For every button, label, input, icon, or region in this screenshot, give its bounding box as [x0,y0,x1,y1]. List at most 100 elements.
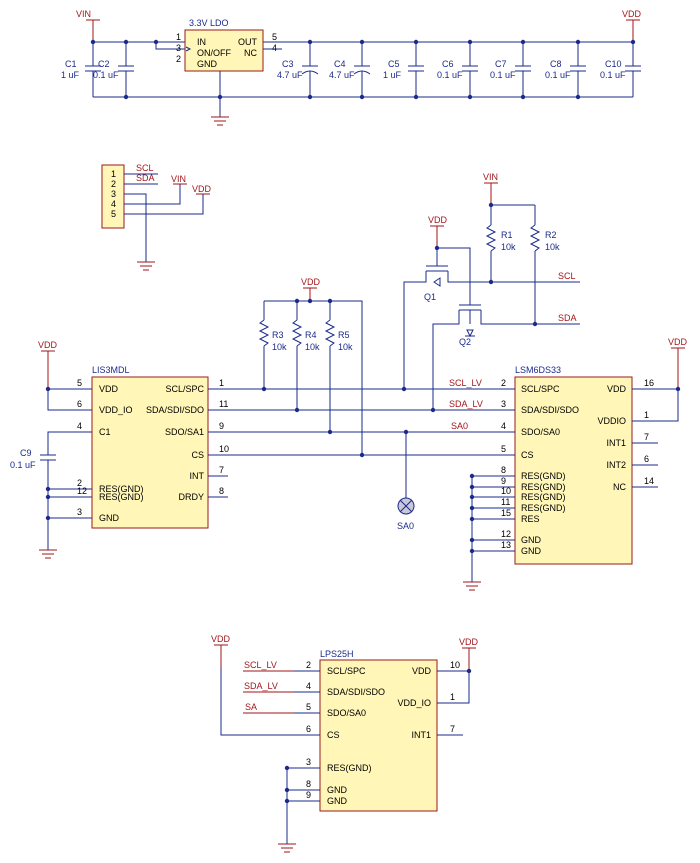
lis3mdl-title: LIS3MDL [92,365,130,375]
sda-net-label: SDA [558,313,577,323]
header-body [101,164,125,229]
mosfet-q1: Q1 [403,248,491,389]
lps-sa-label: SA [245,702,257,712]
pin-number: 9 [306,790,311,800]
cap-value: 1 uF [383,70,402,80]
cap-value: 0.1 uF [490,70,516,80]
pin-number: 6 [306,724,311,734]
pin-number: 7 [450,724,455,734]
header-pin-number: 4 [111,199,116,209]
pin-name: RES(GND) [99,492,144,502]
r2-ref: R2 [545,230,557,240]
capacitor-c4: C44.7 uF [329,42,371,97]
pin-number: 10 [450,660,460,670]
pin-name: SDA/SDI/SDO [327,687,385,697]
cap-ref: C3 [282,59,294,69]
ground-symbol-ldo [211,116,229,126]
lsm6ds33-title: LSM6DS33 [515,365,561,375]
pin-name: SDO/SA0 [521,427,560,437]
pin-name: RES(GND) [327,763,372,773]
pin-number: 9 [219,421,224,431]
ground-symbol-lsm [463,581,481,591]
pin-name: CS [521,450,534,460]
lps-scl-lv-label: SCL_LV [244,660,277,670]
pin: VDD_IO6 [66,399,133,415]
pin-number: 8 [306,779,311,789]
cap-ref: C2 [98,59,110,69]
capacitor-c7: C70.1 uF [490,42,531,97]
pin: RES(GND)8 [472,465,566,481]
ldo-title: 3.3V LDO [189,18,229,28]
pin-number: 12 [77,486,87,496]
pin-number: 7 [219,465,224,475]
pin-number: 4 [77,421,82,431]
pin: RES(GND) 11 [472,497,566,513]
vdd-flag-lsm: VDD [668,337,688,389]
svg-text:VDD: VDD [459,637,479,647]
header-scl-label: SCL [136,163,154,173]
pin: RES(GND) 12 [66,486,144,502]
pin-name: INT1 [411,730,431,740]
pin-number: 5 [77,378,82,388]
cap-ref: C10 [605,59,622,69]
ldo-body [184,29,264,72]
pin-name: VDD_IO [99,405,133,415]
pin-number: 11 [501,497,510,507]
pin-number: 9 [501,476,506,486]
cap-value: 4.7 uF [277,70,303,80]
r1-ref: R1 [501,230,513,240]
r3-ref: R3 [272,330,284,340]
r4-ref: R4 [305,330,317,340]
pin-number: 3 [77,507,82,517]
ground-symbol-lps [278,843,296,853]
scl-net-label: SCL [558,271,576,281]
lps25h-title: LPS25H [320,649,354,659]
cap-ref: C1 [65,59,77,69]
pin-number: 1 [219,378,224,388]
pin-name: SDA/SDI/SDO [146,405,204,415]
ldo-pin-onoff: ON/OFF [197,48,231,58]
pin-name: VDD_IO [397,698,431,708]
capacitor-c2: C20.1 uF [93,42,134,97]
sa0-net-label: SA0 [451,421,468,431]
pin-name: RES(GND) [521,492,566,502]
pin-number: 6 [644,454,649,464]
ldo-pin-gnd: GND [197,59,218,69]
cap-value: 0.1 uF [437,70,463,80]
pin-name: NC [613,482,626,492]
scl-lv-label: SCL_LV [449,378,482,388]
r5-ref: R5 [338,330,350,340]
sda-lv-label: SDA_LV [449,399,483,409]
pin-name: INT [190,471,205,481]
header-pin-number: 1 [111,169,116,179]
vin-flag-top: VIN [76,9,100,42]
pin-number: 14 [644,476,654,486]
ldo-pin-in: IN [197,37,206,47]
pin-number: 10 [501,486,511,496]
svg-text:VDD: VDD [211,634,231,644]
svg-text:VDD: VDD [192,184,212,194]
q1-ref: Q1 [424,292,436,302]
header-sda-label: SDA [136,173,155,183]
svg-text:VIN: VIN [171,174,186,184]
pin-name: RES(GND) [521,503,566,513]
c9-value: 0.1 uF [10,460,36,470]
svg-text:4: 4 [272,43,277,53]
pin-name: CS [327,730,340,740]
pin-number: 5 [306,702,311,712]
ground-symbol-lis [39,549,57,559]
pin-number: 5 [501,444,506,454]
pin-name: VDD [607,384,627,394]
svg-text:VIN: VIN [483,172,498,182]
pin-name: RES [521,514,540,524]
lsm6ds33-body [514,376,633,565]
